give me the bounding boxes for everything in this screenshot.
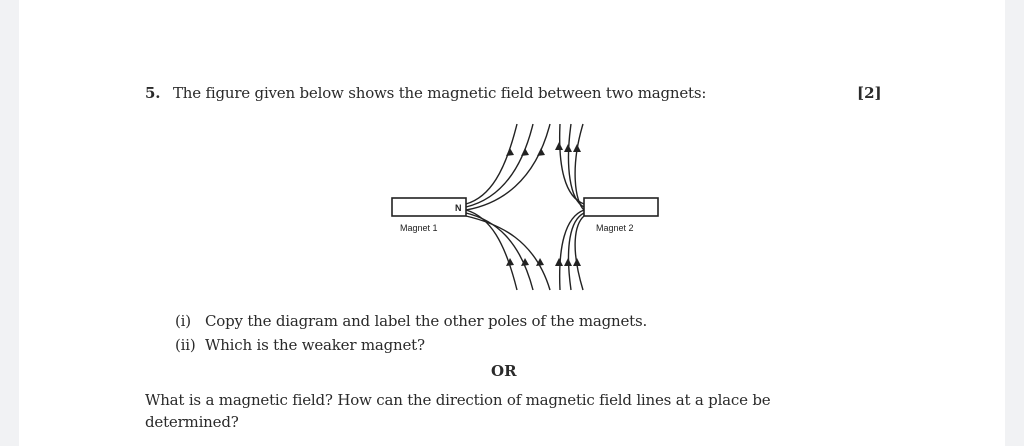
question-marks: [2] [857, 84, 882, 102]
magnet-1-pole: N [455, 203, 462, 213]
magnet-1-label: Magnet 1 [400, 223, 438, 233]
question-page [19, 0, 1005, 446]
or-separator: OR [491, 362, 517, 380]
sub-question-text: Copy the diagram and label the other pol… [205, 312, 648, 330]
alternative-question: What is a magnetic field? How can the di… [145, 391, 771, 431]
sub-question-number: (i) [175, 312, 191, 330]
sub-question-text: Which is the weaker magnet? [205, 336, 425, 354]
sub-question-2: (ii) Which is the weaker magnet? [175, 336, 425, 354]
question-text: The figure given below shows the magneti… [173, 84, 707, 102]
magnet-2-label: Magnet 2 [596, 223, 634, 233]
magnetic-field-diagram: N Magnet 1 Magnet 2 [391, 123, 659, 291]
question-stem: 5. The figure given below shows the magne… [145, 84, 706, 102]
sub-question-number: (ii) [175, 336, 196, 354]
question-number: 5. [145, 84, 161, 102]
sub-question-1: (i) Copy the diagram and label the other … [175, 312, 647, 330]
